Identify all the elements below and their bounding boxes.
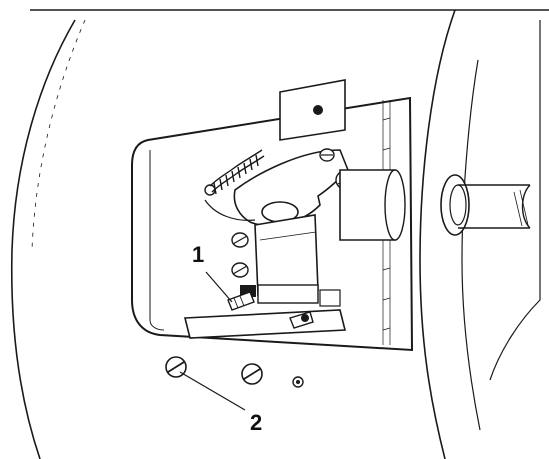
external-screw-small xyxy=(292,376,304,388)
body-panel-curve-inner xyxy=(461,59,481,431)
body-panel-curve xyxy=(419,9,456,459)
body-panel-edge xyxy=(489,20,541,381)
callout-label-2: 2 xyxy=(250,410,263,435)
main-shaft xyxy=(440,174,531,236)
bushing xyxy=(339,169,406,241)
needle-bar-housing xyxy=(240,214,319,304)
callout-label-1: 1 xyxy=(192,242,205,267)
top-bracket xyxy=(279,79,346,141)
adjusting-screw-right xyxy=(289,311,314,329)
adjusting-screw-1 xyxy=(227,291,255,311)
leader-line-1 xyxy=(205,271,233,303)
column-screw-upper xyxy=(231,232,249,248)
column-screw-lower xyxy=(231,262,249,278)
machine-head-outline xyxy=(10,19,76,459)
lever-screw xyxy=(319,148,335,162)
external-screw-middle xyxy=(241,363,263,385)
face-opening-inner-rim xyxy=(149,150,165,331)
machine-head-outline-inner xyxy=(31,19,86,251)
leader-line-2 xyxy=(179,371,246,411)
tension-spring xyxy=(204,149,265,196)
lever-plate xyxy=(204,149,349,227)
